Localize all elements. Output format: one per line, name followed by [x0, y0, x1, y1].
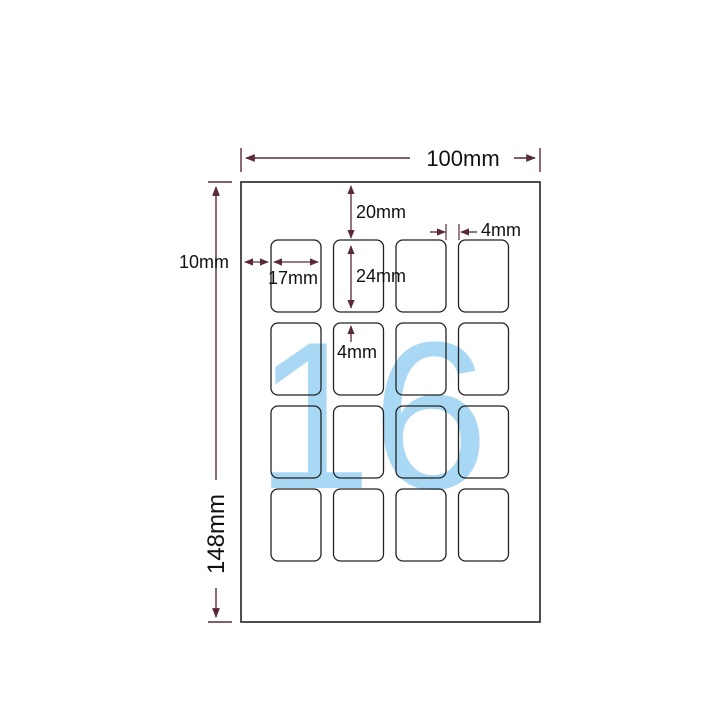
horizontal-gap-label: 4mm [481, 220, 521, 240]
label-grid [270, 239, 510, 562]
left-margin-label: 10mm [179, 252, 229, 272]
label-cell [332, 322, 385, 396]
label-cell [270, 322, 322, 396]
label-count-number: 16 [255, 298, 489, 533]
sheet-width-dimension: 100mm [240, 146, 541, 172]
label-cell [332, 405, 385, 479]
vertical-gap-dimension: 4mm [337, 325, 377, 362]
label-height-dimension: 24mm [347, 245, 406, 309]
label-cell [332, 239, 385, 313]
label-cell [457, 488, 510, 562]
sheet-height-label: 148mm [203, 494, 230, 574]
horizontal-gap-dimension: 4mm [430, 220, 521, 240]
label-cell [270, 488, 322, 562]
label-width-text: 17mm [268, 268, 318, 288]
label-cell [395, 239, 447, 313]
label-cell [457, 239, 510, 313]
label-cell [457, 405, 510, 479]
sheet-height-dimension: 148mm [203, 181, 232, 623]
label-cell [395, 322, 447, 396]
label-cell [270, 239, 322, 313]
label-width-dimension: 17mm [268, 258, 319, 288]
sheet-width-label: 100mm [426, 146, 499, 171]
sheet-outline [240, 181, 541, 623]
label-cell [395, 488, 447, 562]
label-height-text: 24mm [356, 266, 406, 286]
left-margin-dimension: 10mm [179, 252, 269, 272]
label-cell [270, 405, 322, 479]
top-margin-dimension: 20mm [347, 185, 406, 239]
label-cell [395, 405, 447, 479]
label-cell [457, 322, 510, 396]
vertical-gap-label: 4mm [337, 342, 377, 362]
label-cell [332, 488, 385, 562]
top-margin-label: 20mm [356, 202, 406, 222]
